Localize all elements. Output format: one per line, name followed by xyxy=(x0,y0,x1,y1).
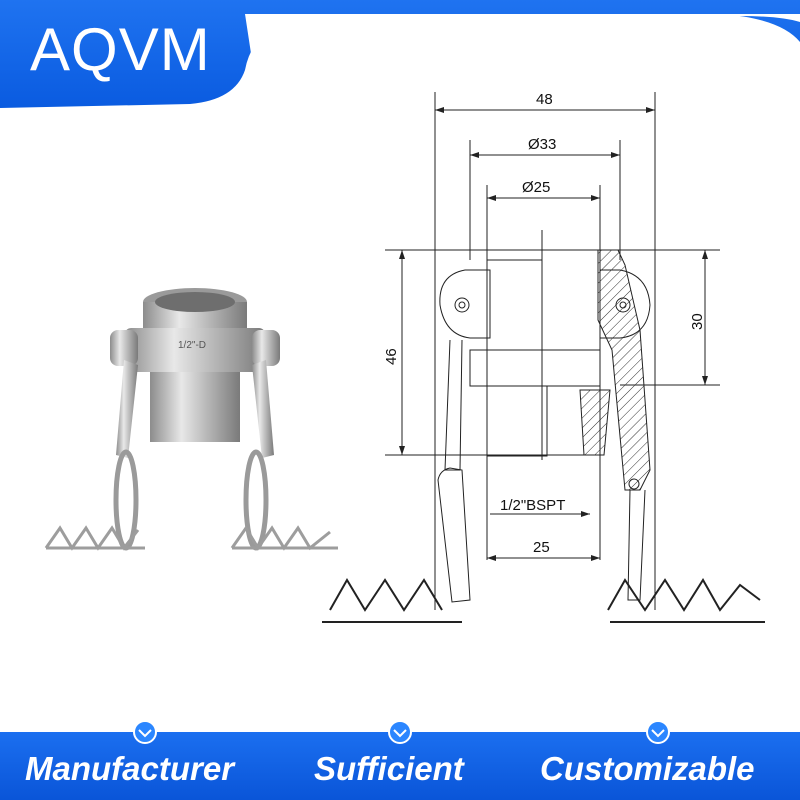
feature-sufficient: Sufficient xyxy=(314,750,464,787)
brand-logo: AQVM xyxy=(30,16,211,83)
chevron-down-icon xyxy=(646,720,670,744)
dim-overall-width: 48 xyxy=(536,91,553,108)
feature-manufacturer: Manufacturer xyxy=(25,750,235,787)
dim-outer-diameter: Ø33 xyxy=(528,136,556,153)
header-banner xyxy=(0,0,800,108)
feature-customizable: Customizable xyxy=(540,750,755,787)
svg-text:1/2"-D: 1/2"-D xyxy=(178,340,206,351)
chevron-down-icon xyxy=(133,720,157,744)
part-marking: 1/2"-D xyxy=(178,340,206,351)
footer-banner xyxy=(0,720,800,800)
chevron-down-icon xyxy=(388,720,412,744)
dim-thread: 1/2"BSPT xyxy=(500,497,565,514)
dim-thread-length: 25 xyxy=(533,539,550,556)
dim-inner-diameter: Ø25 xyxy=(522,179,550,196)
dim-height-left: 46 xyxy=(383,348,400,365)
dim-height-right: 30 xyxy=(689,313,706,330)
